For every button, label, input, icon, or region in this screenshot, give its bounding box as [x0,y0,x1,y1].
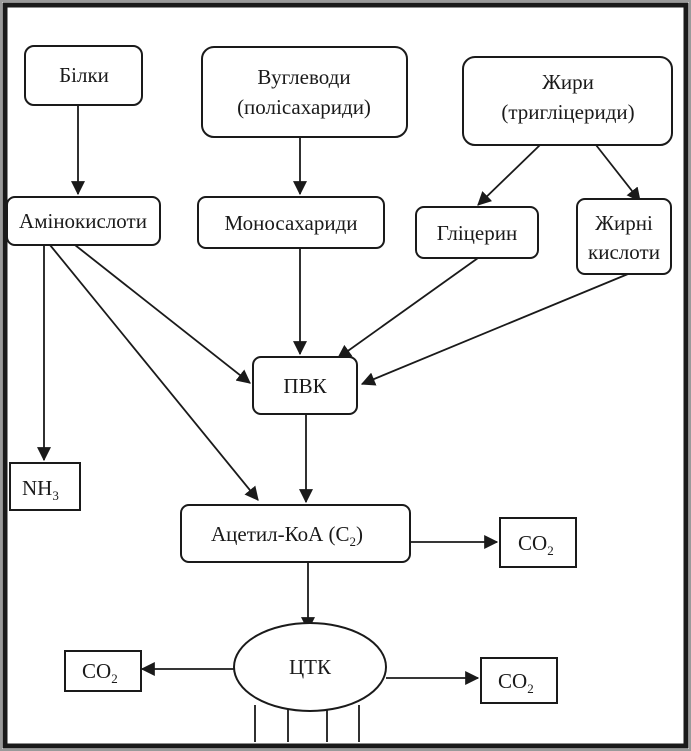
box-amino-acids [6,196,161,246]
tca-label: ЦТК [289,655,332,679]
ellipse-tca [233,622,387,712]
nh3-main: NH [22,476,52,500]
box-co2-tca-right [480,657,558,704]
arrow-fats-to-fatty-acids [595,144,641,202]
co2-main: CO [498,669,527,693]
box-acetyl-coa [180,504,411,563]
co2-subscript: 2 [527,681,534,696]
acetyl-main: Ацетил-КоА (С [211,522,350,546]
box-monosaccharides [197,196,385,249]
arrow-glycerol-to-pvk [337,257,479,359]
co2-subscript: 2 [547,543,554,558]
box-fatty-acids [576,198,672,275]
arrow-fatty-acids-to-pvk [360,273,629,386]
glycerol-label: Гліцерин [437,221,517,245]
fats-label: Жири [542,70,594,94]
arrow-fats-to-glycerol [477,144,541,206]
box-fats [462,56,673,146]
co2-tca-left-label: CO2 [82,659,118,686]
fats-sublabel: (тригліцериди) [501,100,634,124]
box-pvk [252,356,358,415]
pvk-label: ПВК [283,374,327,398]
tca-output-lines [254,705,360,742]
fatty-acids-label: Жирні [595,211,653,235]
amino-acids-label: Амінокислоти [19,209,147,233]
arrow-amino-to-acetyl [49,244,259,501]
nh3-subscript: 3 [52,488,59,503]
box-nh3 [9,462,81,511]
monosaccharides-label: Моносахариди [224,211,357,235]
proteins-label: Білки [59,63,109,87]
acetyl-coa-label: Ацетил-КоА (С2) [211,522,363,549]
box-proteins [24,45,143,106]
co2-subscript: 2 [111,671,118,686]
box-carbohydrates [201,46,408,138]
co2-main: CO [82,659,111,683]
carbohydrates-label: Вуглеводи [257,65,350,89]
nh3-label: NH3 [22,476,59,503]
acetyl-subscript: 2 [350,534,357,549]
carbohydrates-sublabel: (полісахариди) [237,95,371,119]
co2-acetyl-label: CO2 [518,531,554,558]
box-co2-acetyl [499,517,577,568]
box-glycerol [415,206,539,259]
acetyl-close: ) [356,522,363,546]
co2-tca-right-label: CO2 [498,669,534,696]
box-co2-tca-left [64,650,142,692]
co2-main: CO [518,531,547,555]
fatty-acids-sublabel: кислоти [588,240,660,264]
arrow-amino-to-pvk [74,244,251,384]
